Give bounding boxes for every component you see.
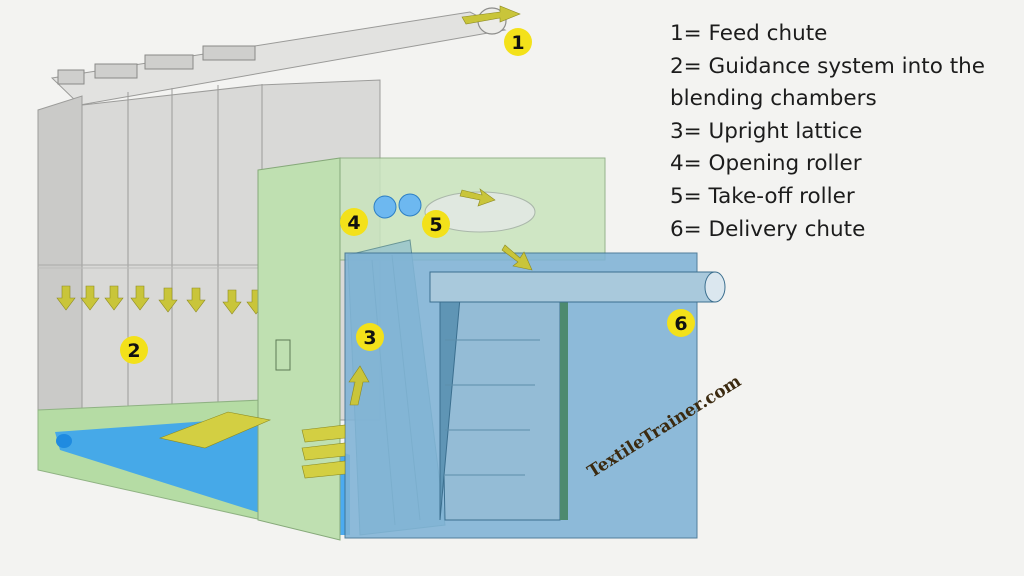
legend-item-6: 6= Delivery chute <box>670 216 866 242</box>
lattice-arrow <box>348 365 370 406</box>
legend: 1= Feed chute 2= Guidance system into th… <box>670 18 1015 246</box>
marker-4: 4 <box>340 208 368 236</box>
delivery-arrow <box>501 244 533 271</box>
feed-arrow <box>461 5 521 25</box>
takeoff-arrow <box>459 188 496 207</box>
rollers <box>373 191 536 233</box>
svg-text:3: 3 <box>363 327 376 349</box>
feed-chute <box>50 7 507 106</box>
flow-arrows <box>348 5 533 406</box>
svg-text:6: 6 <box>674 313 687 335</box>
svg-text:4: 4 <box>347 212 360 234</box>
marker-2: 2 <box>120 336 148 364</box>
legend-item-2-continued: blending chambers <box>670 86 877 112</box>
marker-6: 6 <box>667 309 695 337</box>
marker-5: 5 <box>422 210 450 238</box>
legend-item-5: 5= Take-off roller <box>670 183 855 209</box>
marker-1: 1 <box>504 28 532 56</box>
marker-3: 3 <box>356 323 384 351</box>
legend-item-1: 1= Feed chute <box>670 21 828 46</box>
fibre-flakes <box>158 411 346 479</box>
svg-text:2: 2 <box>127 340 140 362</box>
svg-text:1: 1 <box>511 32 524 54</box>
legend-item-4: 4= Opening roller <box>670 151 862 177</box>
legend-item-3: 3= Upright lattice <box>670 118 863 144</box>
svg-text:5: 5 <box>429 214 442 236</box>
legend-item-2: 2= Guidance system into the <box>670 53 985 79</box>
delivery-chute <box>344 252 726 539</box>
